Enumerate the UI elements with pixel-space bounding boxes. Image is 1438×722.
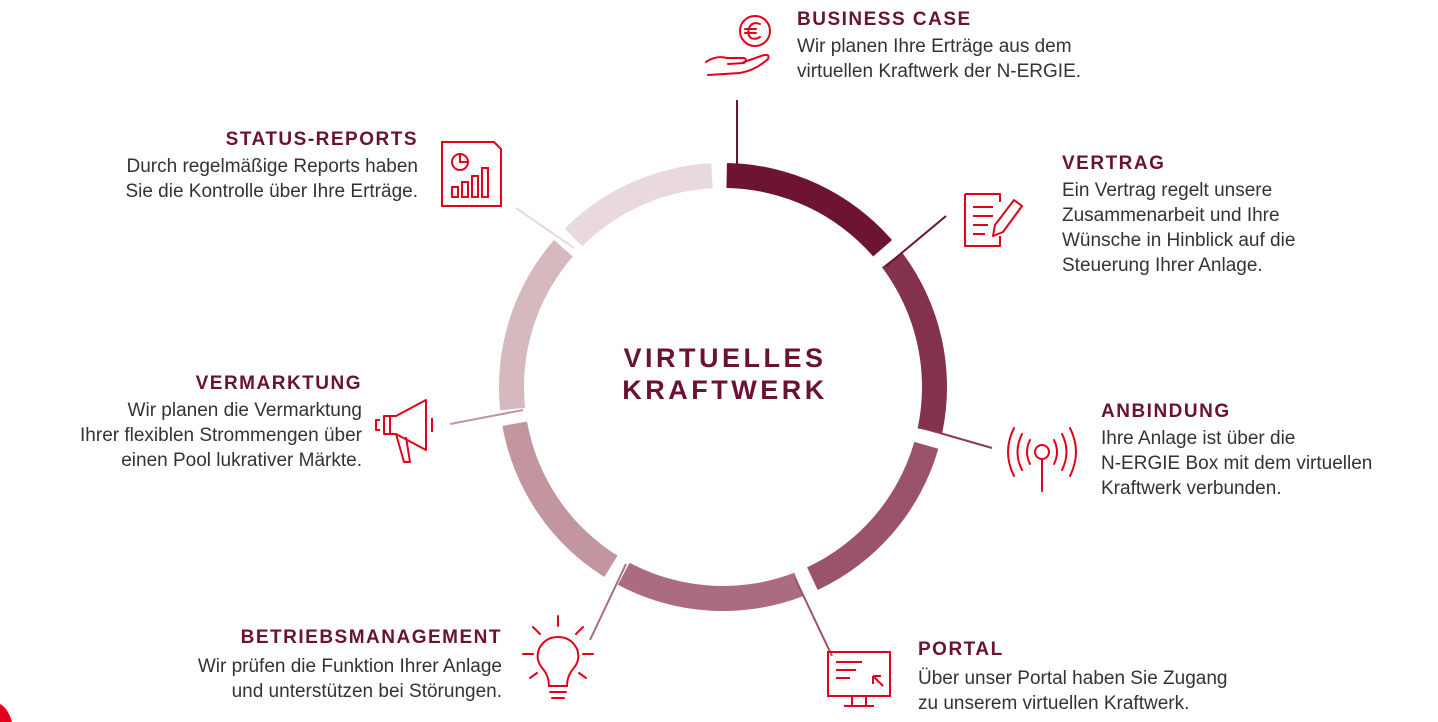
step-title: ANBINDUNG: [1101, 401, 1231, 422]
report-chart-icon: [441, 141, 502, 207]
antenna-signal-icon: [1007, 427, 1077, 492]
connector-portal: [794, 577, 833, 657]
step-betriebsmanagement: BETRIEBSMANAGEMENT Wir prüfen die Funkti…: [100, 626, 502, 704]
step-line: Zusammenarbeit und Ihre: [1062, 205, 1280, 226]
megaphone-icon: [375, 399, 433, 463]
step-description: Durch regelmäßige Reports haben Sie die …: [40, 154, 418, 204]
step-title: BUSINESS CASE: [797, 9, 972, 30]
connector-lines: [449, 100, 993, 657]
connector-status-reports: [515, 207, 575, 249]
step-title: VERTRAG: [1062, 153, 1166, 174]
step-title: BETRIEBSMANAGEMENT: [240, 627, 502, 648]
monitor-cursor-icon: [827, 651, 891, 707]
connector-betriebsmanagement: [589, 563, 627, 641]
step-portal: PORTAL Über unser Portal haben Sie Zugan…: [918, 638, 1298, 716]
step-line: Ihre Anlage ist über die: [1101, 428, 1296, 449]
ring-segment-vertrag: [726, 163, 893, 257]
step-line: Steuerung Ihrer Anlage.: [1062, 255, 1263, 276]
step-line: Ein Vertrag regelt unsere: [1062, 180, 1273, 201]
ring-segment-anbindung: [881, 252, 947, 434]
step-line: Wünsche in Hinblick auf die: [1062, 230, 1296, 251]
step-description: Ein Vertrag regelt unsere Zusammenarbeit…: [1062, 178, 1362, 278]
connector-anbindung: [918, 426, 993, 449]
step-line: Ihrer flexiblen Strommengen über: [80, 425, 362, 446]
center-title-line2: KRAFTWERK: [622, 375, 828, 405]
step-line: einen Pool lukrativer Märkte.: [121, 450, 362, 471]
step-description: Wir planen die Vermarktung Ihrer flexibl…: [2, 398, 362, 473]
center-title: VIRTUELLES KRAFTWERK: [588, 342, 862, 406]
ring-segment-betriebsmanagement: [617, 562, 804, 611]
ring: [498, 163, 947, 611]
step-description: Wir planen Ihre Erträge aus dem virtuell…: [797, 34, 1177, 84]
step-title: STATUS-REPORTS: [225, 129, 418, 150]
step-line: und unterstützen bei Störungen.: [231, 681, 502, 702]
step-line: Wir prüfen die Funktion Ihrer Anlage: [197, 656, 502, 677]
step-line: N-ERGIE Box mit dem virtuellen: [1101, 453, 1373, 474]
connector-vermarktung: [449, 409, 524, 425]
euro-hand-icon: [705, 15, 771, 76]
step-description: Über unser Portal haben Sie Zugang zu un…: [918, 666, 1298, 716]
step-business-case: BUSINESS CASE Wir planen Ihre Erträge au…: [797, 8, 1177, 84]
step-status-reports: STATUS-REPORTS Durch regelmäßige Reports…: [40, 128, 418, 204]
ring-segment-status-reports: [498, 240, 573, 411]
ring-segment-portal: [807, 441, 939, 591]
step-description: Ihre Anlage ist über die N-ERGIE Box mit…: [1101, 426, 1431, 501]
step-line: virtuellen Kraftwerk der N-ERGIE.: [797, 61, 1082, 82]
step-title: VERMARKTUNG: [195, 373, 362, 394]
step-line: zu unserem virtuellen Kraftwerk.: [918, 693, 1190, 714]
center-title-line1: VIRTUELLES: [623, 343, 827, 373]
corner-decoration: [0, 704, 12, 722]
step-line: Sie die Kontrolle über Ihre Erträge.: [125, 181, 418, 202]
lightbulb-icon: [522, 615, 594, 699]
step-description: Wir prüfen die Funktion Ihrer Anlage und…: [100, 654, 502, 704]
ring-segment-vermarktung: [502, 421, 618, 577]
connector-vertrag: [885, 215, 947, 267]
step-line: Durch regelmäßige Reports haben: [126, 156, 419, 177]
step-anbindung: ANBINDUNG Ihre Anlage ist über die N-ERG…: [1101, 400, 1431, 501]
step-line: Wir planen die Vermarktung: [127, 400, 362, 421]
step-vertrag: VERTRAG Ein Vertrag regelt unsere Zusamm…: [1062, 152, 1362, 278]
step-title: PORTAL: [918, 639, 1004, 660]
step-line: Über unser Portal haben Sie Zugang: [918, 668, 1228, 689]
ring-segment-business-case: [564, 163, 713, 247]
contract-pen-icon: [964, 193, 1023, 247]
step-line: Kraftwerk verbunden.: [1101, 478, 1282, 499]
step-line: Wir planen Ihre Erträge aus dem: [797, 36, 1072, 57]
step-vermarktung: VERMARKTUNG Wir planen die Vermarktung I…: [2, 372, 362, 473]
